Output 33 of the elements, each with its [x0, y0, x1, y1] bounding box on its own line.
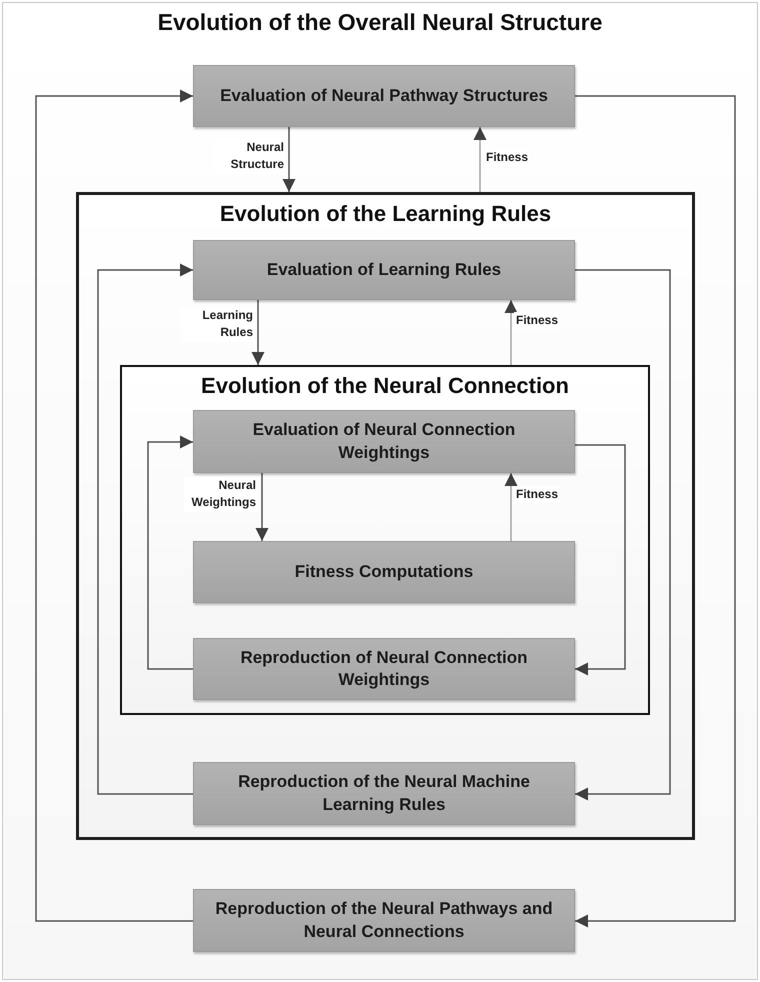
box-label: Evaluation of Learning Rules	[266, 258, 502, 281]
edge-label: Fitness	[514, 486, 560, 504]
frame-title: Evolution of the Learning Rules	[218, 201, 552, 227]
group-frame	[76, 192, 695, 840]
arrow	[256, 473, 268, 541]
process-box	[193, 541, 575, 603]
box-label: Fitness Computations	[294, 560, 474, 583]
arrow	[504, 473, 518, 541]
edge-label: Neural Weightings	[184, 477, 258, 512]
process-box	[193, 410, 575, 473]
frame-title: Evolution of the Neural Connection	[200, 373, 570, 399]
process-box	[193, 638, 575, 700]
arrow	[575, 95, 736, 928]
box-label: Evaluation of Neural Pathway Structures	[219, 84, 549, 107]
arrow	[282, 127, 296, 192]
process-box	[193, 240, 575, 300]
box-label: Reproduction of the Neural Machine Learning Rules	[237, 771, 531, 816]
arrow	[575, 444, 626, 676]
arrow	[147, 436, 193, 670]
arrow	[474, 127, 486, 192]
arrow	[504, 300, 518, 365]
arrow	[252, 300, 264, 365]
box-label: Reproduction of the Neural Pathways and Neural Connections	[214, 898, 554, 942]
process-box	[193, 762, 575, 825]
process-box	[193, 65, 575, 127]
arrow	[575, 269, 671, 800]
arrow	[97, 264, 193, 795]
process-box	[193, 889, 575, 952]
box-label: Reproduction of Neural Connection Weightings	[239, 646, 529, 691]
frame-title: Evolution of the Overall Neural Structure	[156, 9, 604, 36]
group-frame	[120, 365, 650, 715]
arrow	[35, 90, 193, 922]
box-label: Evaluation of Neural Connection Weightings	[252, 419, 516, 464]
